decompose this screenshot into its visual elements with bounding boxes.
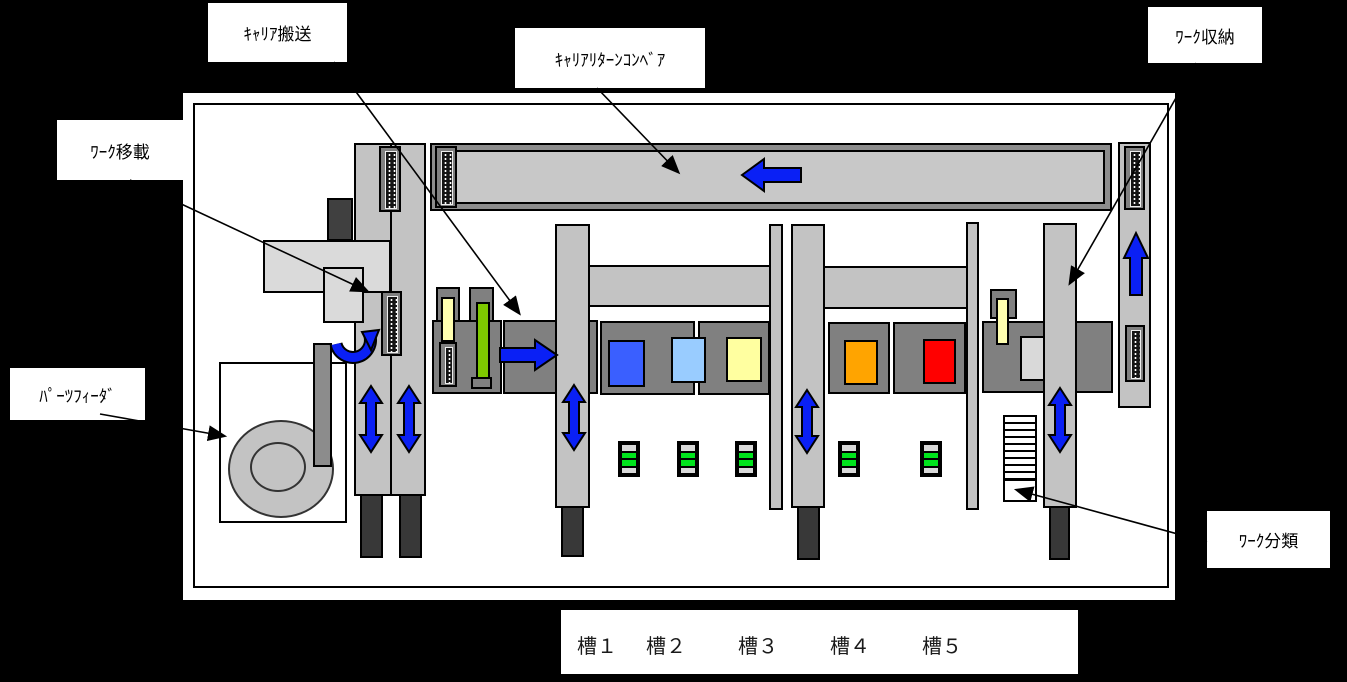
work-lightblue [671,337,706,383]
label-carrier-transport: ｷｬﾘｱ搬送 [208,3,347,62]
label-work-transfer-text: ﾜｰｸ移載 [90,142,150,162]
label-work-sorting: ﾜｰｸ分類 [1207,511,1330,568]
work-paleyellow [726,337,762,382]
unload-picker-yellow [996,298,1009,345]
picker-yellow [441,297,455,342]
gantry2-post [966,222,979,510]
carrier-rack-load-station [439,342,457,387]
work-sorting-chute [1003,415,1037,502]
gantry1-arm [555,224,590,508]
tank4-indicator [838,441,860,477]
gantry2-beam [796,266,976,309]
lifter2-tip [399,494,422,558]
label-work-sorting-text: ﾜｰｸ分類 [1238,532,1299,551]
sorter-arm-tip [1049,506,1070,560]
picker-green-base [471,377,492,389]
label-carrier-return-conveyor-text: ｷｬﾘｱﾘﾀｰﾝｺﾝﾍﾞｱ [554,50,666,70]
tank5-indicator [920,441,942,477]
transfer-block [327,198,353,241]
sorter-arm [1043,223,1077,508]
tank5-label: 槽５ [922,636,962,658]
picker-green [476,302,490,380]
chute-stripes [1005,417,1035,481]
work-transfer-hand [323,267,364,323]
label-parts-feeder-text: ﾊﾟｰﾂﾌｨｰﾀﾞ [39,386,116,406]
tank1-indicator [618,441,640,477]
parts-feeder-bowl-center [250,442,306,492]
label-parts-feeder: ﾊﾟｰﾂﾌｨｰﾀﾞ [10,368,145,420]
carrier-rack-storage-top [1124,146,1145,210]
gantry1-post [769,224,783,510]
label-work-storage-text: ﾜｰｸ収納 [1175,27,1235,47]
tank4-label: 槽４ [830,636,870,658]
tank-label-strip: 槽１ 槽２ 槽３ 槽４ 槽５ [561,610,1078,674]
gantry2-arm-tip [797,506,820,560]
carrier-rack-storage-bottom [1125,325,1145,382]
label-work-storage: ﾜｰｸ収納 [1148,7,1262,63]
tank2-indicator [677,441,699,477]
carrier-rack-conveyor-end [435,146,457,208]
carrier-rack-lifter-mid [381,291,402,356]
tank3-label: 槽３ [738,636,778,658]
label-carrier-return-conveyor: ｷｬﾘｱﾘﾀｰﾝｺﾝﾍﾞｱ [515,28,705,88]
label-carrier-transport-text: ｷｬﾘｱ搬送 [243,25,312,44]
parts-feeder-rail [313,343,332,467]
work-orange [844,340,878,385]
tank1-label: 槽１ [577,636,617,658]
gantry1-beam [560,265,780,307]
carrier-return-conveyor-belt [437,150,1105,204]
lifter1-tip [360,494,383,558]
tank2-label: 槽２ [646,636,686,658]
gantry1-arm-tip [561,506,584,557]
work-blue [608,340,645,387]
label-work-transfer: ﾜｰｸ移載 [57,120,183,180]
work-red [923,339,956,384]
tank3-indicator [735,441,757,477]
gantry2-arm [791,224,825,508]
carrier-rack-lifter-top [379,146,401,212]
